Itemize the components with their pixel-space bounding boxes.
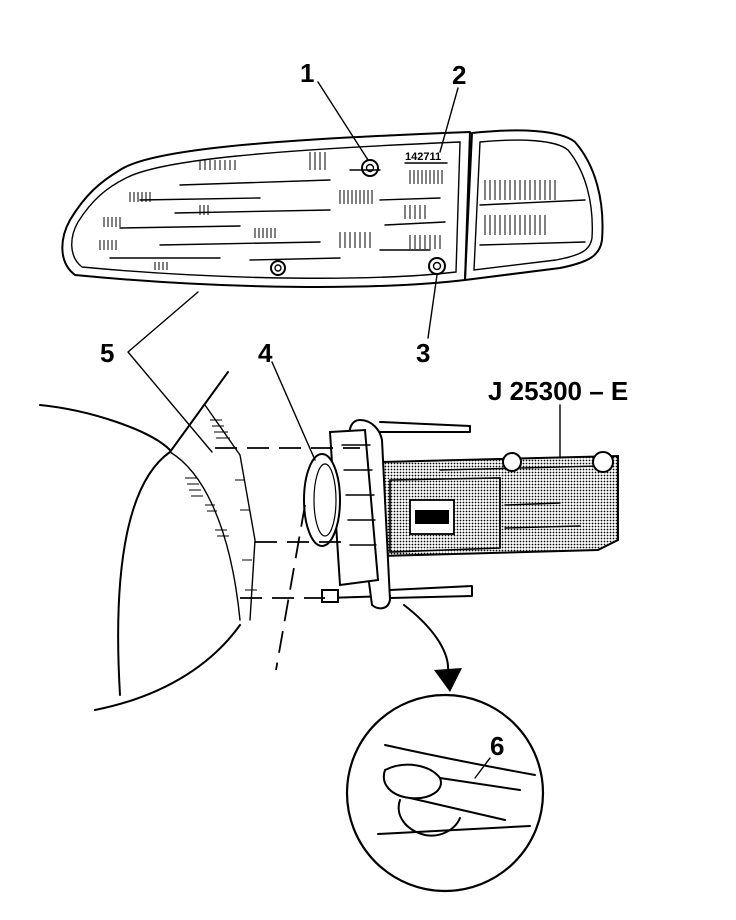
aimer-knob-left [502, 452, 522, 472]
headlamp-assembly: 142711 [61, 129, 604, 288]
callout-2: 2 [452, 60, 466, 90]
tool-number-label: J 25300 – E [488, 376, 628, 406]
side-marker-lens [464, 129, 604, 281]
headlamp-part-number: 142711 [405, 151, 441, 163]
detail-view [345, 693, 545, 893]
callout-3: 3 [416, 338, 430, 368]
headlamp-lens [61, 131, 471, 288]
headlamp-aimer-tool [215, 418, 619, 692]
aiming-pad-lower-right [428, 257, 446, 275]
lens-texture [99, 152, 586, 270]
aiming-pad-upper [361, 159, 379, 177]
vehicle-front-headlamp [39, 371, 257, 711]
aiming-pad-lower-left [270, 260, 286, 276]
callout-1: 1 [300, 58, 314, 88]
leader-lines [127, 81, 561, 779]
suction-cup [303, 453, 341, 547]
detail-circle [345, 693, 545, 893]
aimer-knob-right [592, 451, 614, 473]
callout-6: 6 [490, 731, 504, 761]
callout-5: 5 [100, 338, 114, 368]
callout-4: 4 [258, 338, 273, 368]
